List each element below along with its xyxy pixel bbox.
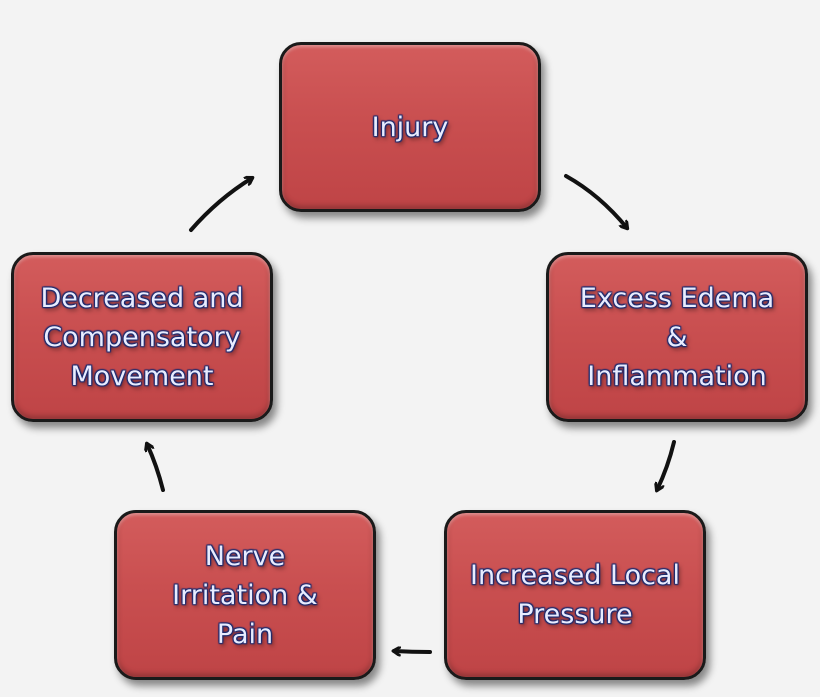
- node-injury: Injury: [279, 42, 541, 212]
- node-nerve-irritation-label: Nerve Irritation & Pain: [172, 540, 318, 650]
- arrow-edema-to-pressure: [657, 440, 676, 490]
- arrow-nerve-to-compensatory: [147, 444, 165, 492]
- node-injury-label: Injury: [371, 111, 449, 143]
- node-compensatory-movement: Decreased and Compensatory Movement: [11, 252, 273, 422]
- node-excess-edema-label: Excess Edema & Inflammation: [579, 282, 775, 392]
- node-increased-pressure: Increased Local Pressure: [444, 510, 706, 680]
- node-increased-pressure-label: Increased Local Pressure: [470, 560, 680, 630]
- node-nerve-irritation: Nerve Irritation & Pain: [114, 510, 376, 680]
- arrow-compensatory-to-injury: [189, 178, 252, 232]
- arrow-injury-to-edema: [564, 174, 627, 228]
- arrow-pressure-to-nerve: [394, 651, 432, 652]
- node-compensatory-movement-label: Decreased and Compensatory Movement: [40, 282, 244, 392]
- node-excess-edema: Excess Edema & Inflammation: [546, 252, 808, 422]
